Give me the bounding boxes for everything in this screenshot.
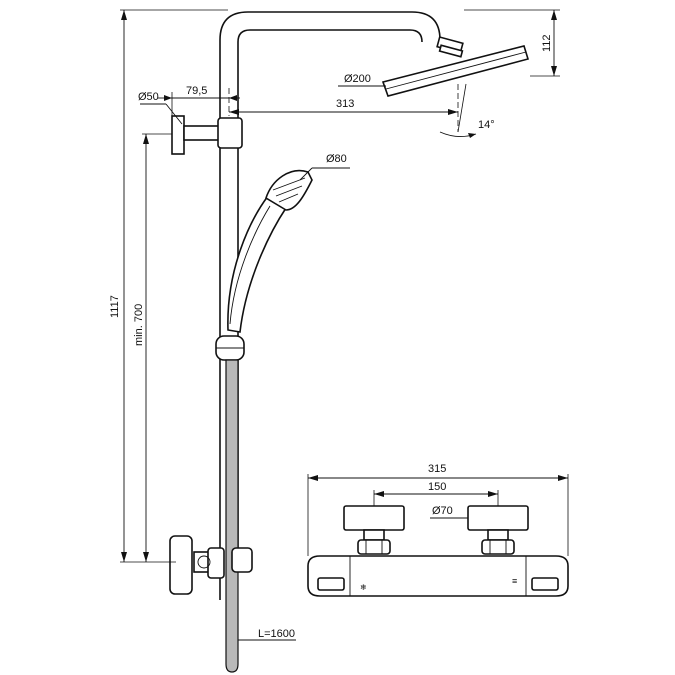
dim-overall-height-label: 1117 xyxy=(109,295,121,318)
lower-connector xyxy=(193,547,253,579)
scale-mark: ≡ xyxy=(512,576,517,586)
dim-inlet-centres xyxy=(373,490,499,506)
dim-mixer-width-label: 315 xyxy=(428,463,446,475)
dim-min-height xyxy=(142,133,172,562)
head-connector xyxy=(436,36,464,58)
shower-hose xyxy=(225,359,239,673)
dim-tilt-angle xyxy=(439,83,477,138)
dim-hand-shower-diameter-label: Ø80 xyxy=(326,153,347,165)
dim-arm-reach xyxy=(229,84,459,132)
dim-head-diameter-label: Ø200 xyxy=(344,73,371,85)
dim-handle-diameter-label: Ø70 xyxy=(432,505,453,517)
dim-bracket-diameter-label: Ø50 xyxy=(138,91,159,103)
thermostatic-mixer xyxy=(307,555,569,597)
dim-hand-shower-diameter xyxy=(299,167,350,181)
riser-column xyxy=(219,11,441,600)
dim-hose-length-label: L=1600 xyxy=(258,628,295,640)
dim-overall-height xyxy=(120,9,228,563)
rain-shower-head xyxy=(381,45,530,97)
dim-min-height-label: min. 700 xyxy=(133,304,145,346)
upper-wall-bracket xyxy=(171,115,243,155)
dim-mixer-width xyxy=(307,474,569,556)
dim-wall-offset xyxy=(158,88,240,118)
dim-wall-offset-label: 79,5 xyxy=(186,85,207,97)
mixer-inlet-left xyxy=(343,505,405,555)
dim-inlet-centres-label: 150 xyxy=(428,481,446,493)
dim-head-drop-label: 112 xyxy=(541,34,553,52)
lower-wall-flange xyxy=(169,535,193,595)
cold-mark: ❄ xyxy=(360,583,367,592)
mixer-inlet-right xyxy=(467,505,529,555)
dim-bracket-diameter xyxy=(140,103,183,125)
dim-arm-reach-label: 313 xyxy=(336,98,354,110)
dim-tilt-angle-label: 14° xyxy=(478,119,495,131)
slider-holder xyxy=(215,335,245,361)
hand-shower xyxy=(227,169,313,333)
dim-head-drop xyxy=(464,9,560,77)
